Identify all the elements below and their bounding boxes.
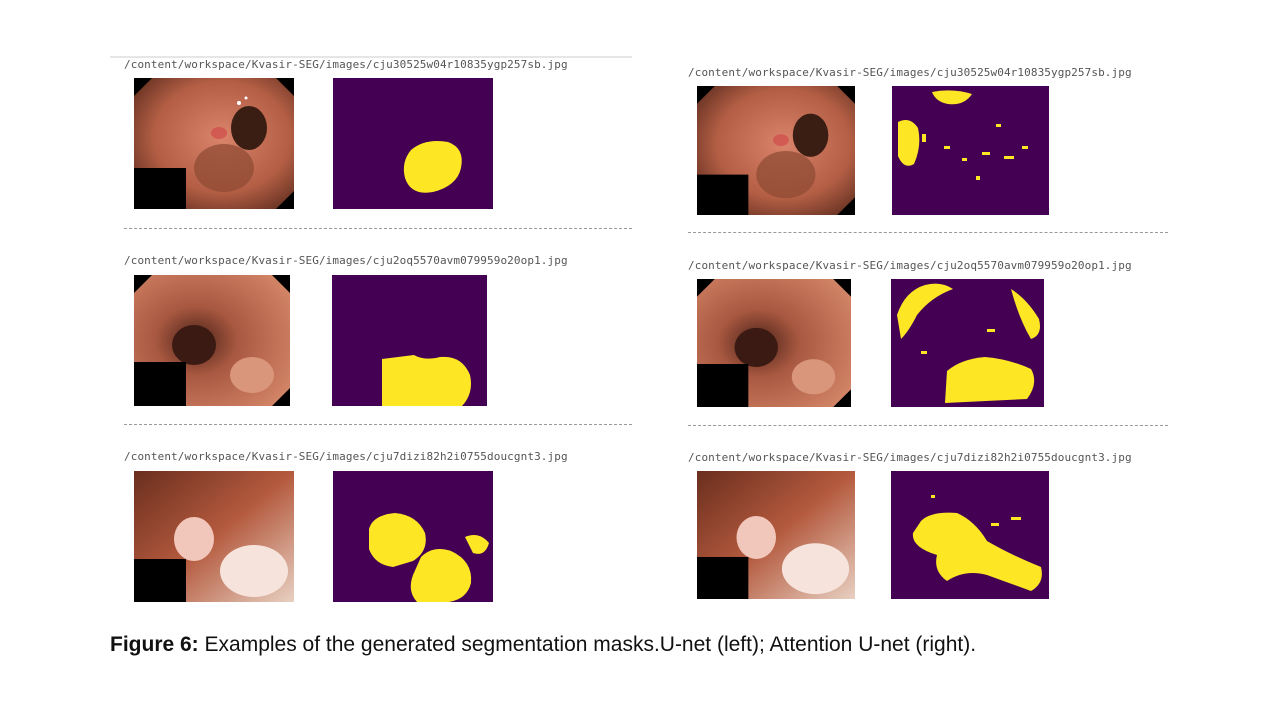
right-row2-endoscopy-image (697, 279, 851, 407)
left-row1-mask (333, 78, 493, 209)
right-row1-endoscopy-image (697, 86, 855, 215)
left-panel-top-border (110, 56, 632, 58)
right-row3-mask (891, 471, 1049, 599)
left-row1-endoscopy-image (134, 78, 294, 209)
right-row1-mask (892, 86, 1049, 215)
left-row2-path: /content/workspace/Kvasir-SEG/images/cju… (124, 254, 568, 267)
left-separator-1 (124, 228, 632, 229)
left-row1-path: /content/workspace/Kvasir-SEG/images/cju… (124, 58, 568, 71)
left-row3-path: /content/workspace/Kvasir-SEG/images/cju… (124, 450, 568, 463)
figure-caption-label: Figure 6: (110, 633, 199, 656)
right-row3-endoscopy-image (697, 471, 855, 599)
left-row2-endoscopy-image (134, 275, 290, 406)
left-row2-mask (332, 275, 487, 406)
left-separator-2 (124, 424, 632, 425)
left-row3-mask (333, 471, 493, 602)
figure-caption: Figure 6: Examples of the generated segm… (110, 629, 1050, 661)
right-separator-1 (688, 232, 1168, 233)
left-row3-endoscopy-image (134, 471, 294, 602)
right-row2-mask (891, 279, 1044, 407)
figure-caption-text: Examples of the generated segmentation m… (198, 633, 977, 656)
right-separator-2 (688, 425, 1168, 426)
right-row2-path: /content/workspace/Kvasir-SEG/images/cju… (688, 259, 1132, 272)
right-row3-path: /content/workspace/Kvasir-SEG/images/cju… (688, 451, 1132, 464)
right-row1-path: /content/workspace/Kvasir-SEG/images/cju… (688, 66, 1132, 79)
